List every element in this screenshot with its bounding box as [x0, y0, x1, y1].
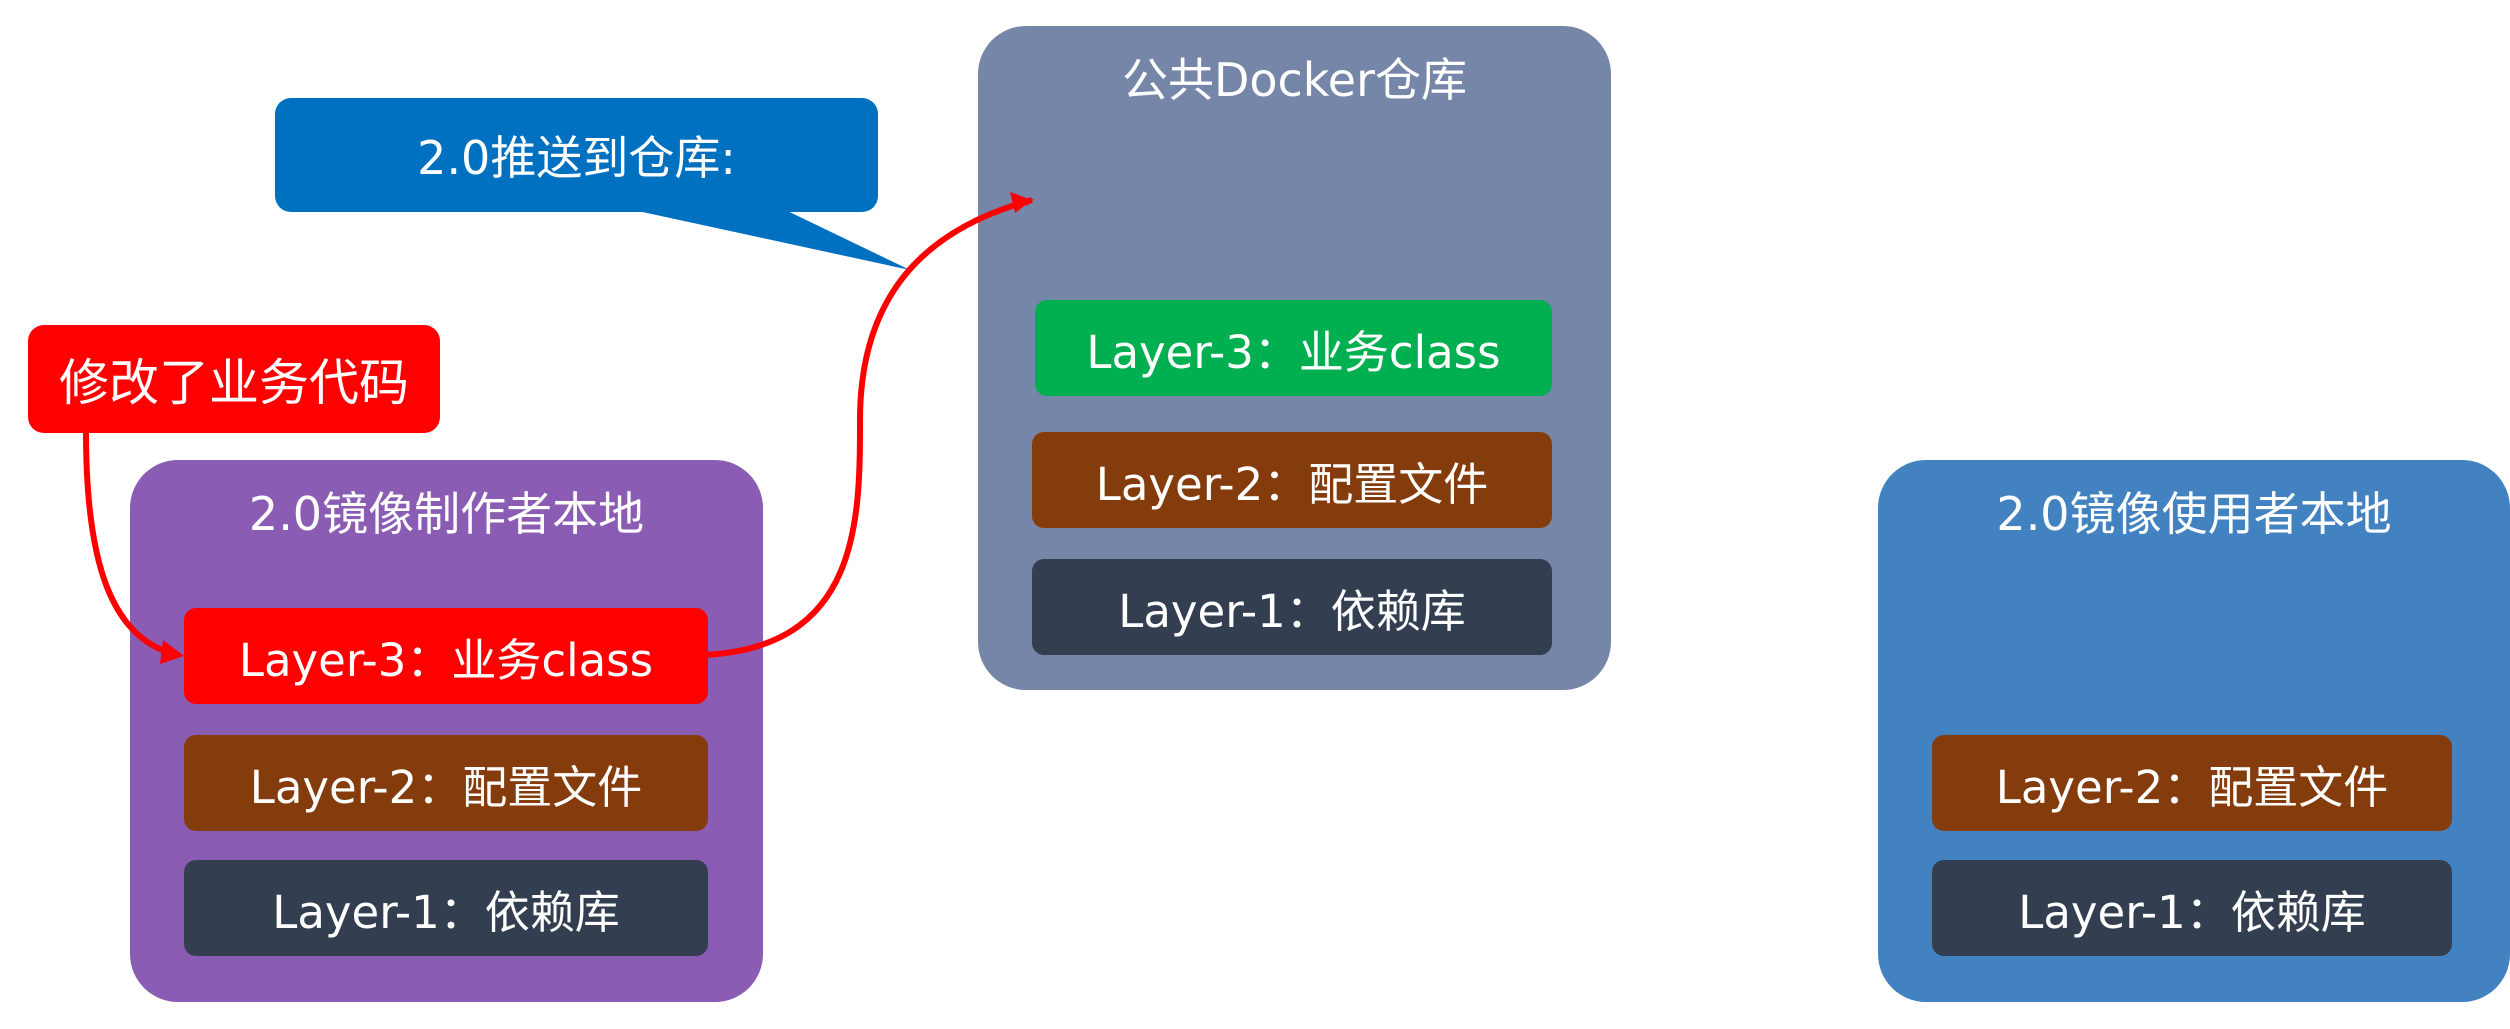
consumer-layer-1: Layer-1：依赖库 — [1932, 860, 2452, 956]
producer-layer-3: Layer-3：业务class — [184, 608, 708, 704]
producer-local-box: 2.0镜像制作者本地 Layer-3：业务class Layer-2：配置文件 … — [130, 460, 763, 1002]
consumer-box-title: 2.0镜像使用者本地 — [1996, 487, 2392, 541]
code-modified-callout: 修改了业务代码 — [28, 325, 440, 433]
registry-layer-3: Layer-3：业务class — [1035, 300, 1552, 396]
registry-box-title: 公共Docker仓库 — [1121, 53, 1468, 107]
push-callout-tail — [610, 205, 910, 270]
consumer-layer-2: Layer-2：配置文件 — [1932, 735, 2452, 831]
registry-layer-1: Layer-1：依赖库 — [1032, 559, 1552, 655]
push-callout: 2.0推送到仓库: — [275, 98, 878, 212]
producer-layer-2: Layer-2：配置文件 — [184, 735, 708, 831]
consumer-local-box: 2.0镜像使用者本地 Layer-2：配置文件 Layer-1：依赖库 — [1878, 460, 2510, 1002]
registry-layer-2: Layer-2：配置文件 — [1032, 432, 1552, 528]
producer-box-title: 2.0镜像制作者本地 — [248, 487, 645, 541]
producer-layer-1: Layer-1：依赖库 — [184, 860, 708, 956]
public-registry-box: 公共Docker仓库 Layer-3：业务class Layer-2：配置文件 … — [978, 26, 1611, 690]
